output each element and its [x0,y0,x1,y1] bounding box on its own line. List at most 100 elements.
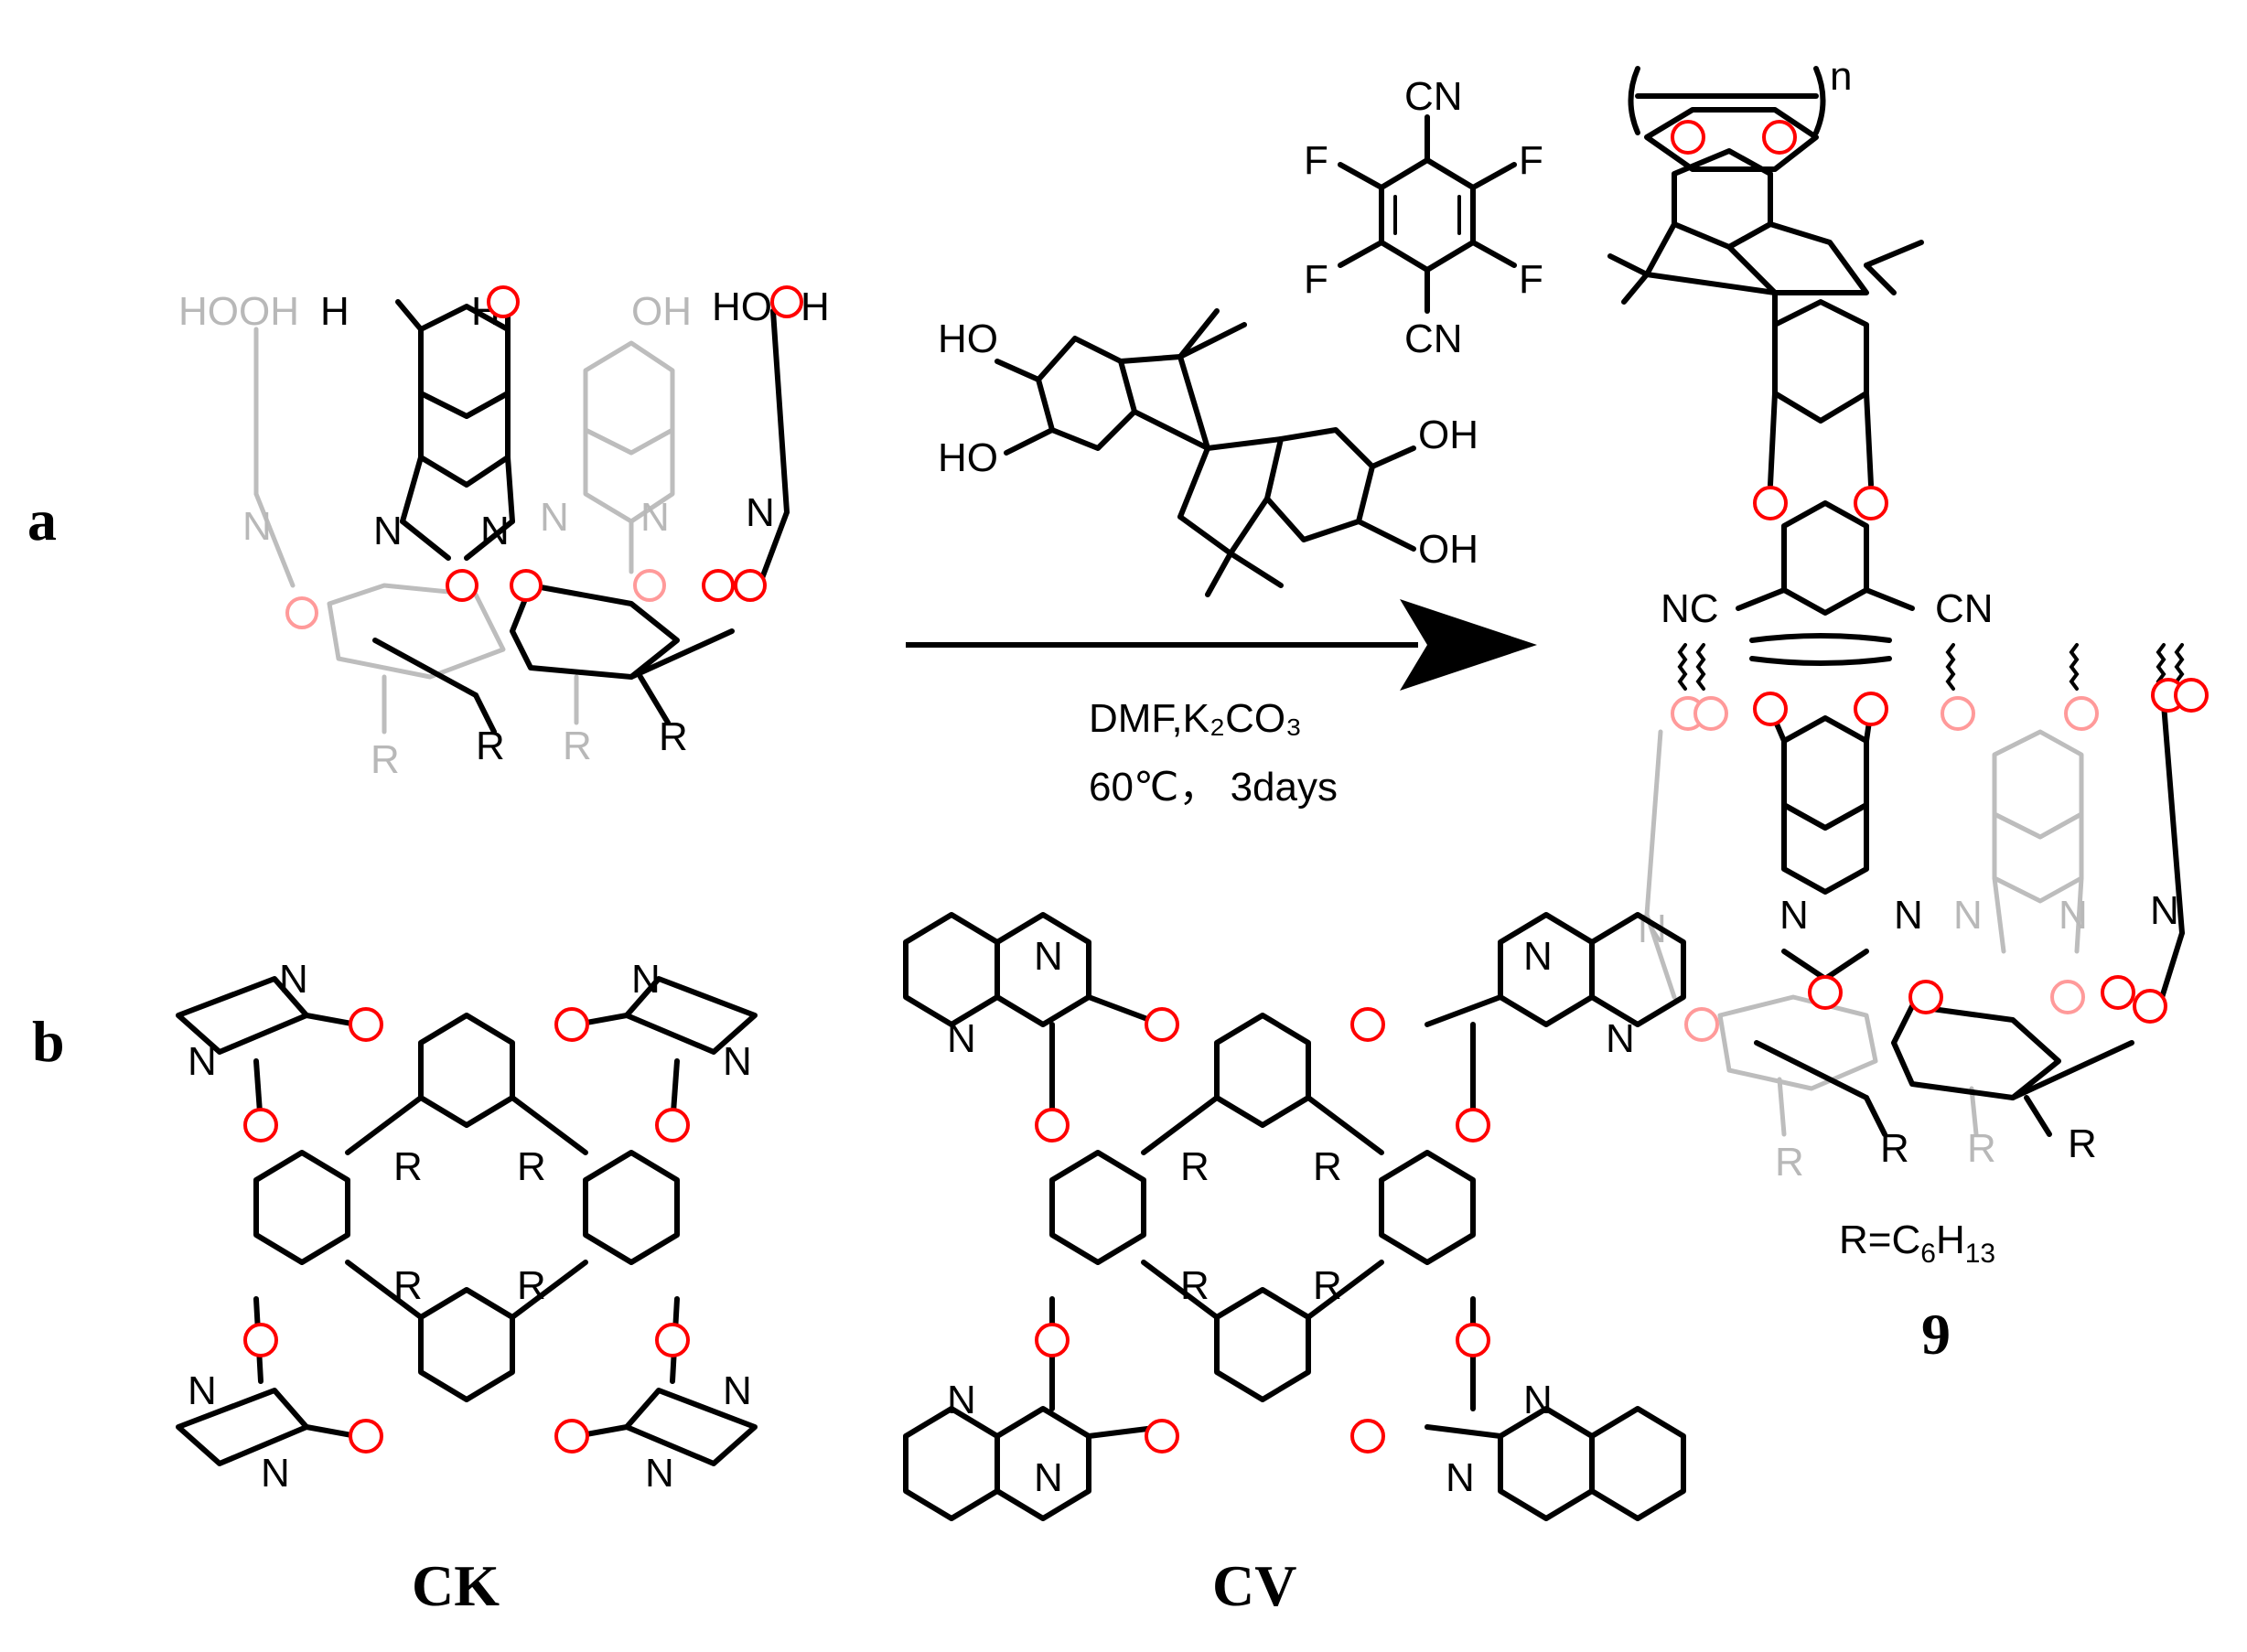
ttsbi-hydroxyl-2: HO [938,435,998,480]
cavitand-hydroxyl-grey-mid: OH [631,289,692,334]
cavitand-hydroxyl-right-h: H [801,284,830,329]
cavitand-hydroxyl-grey-left: HOOH [178,289,299,334]
ck-nitrogen-6: N [261,1451,290,1496]
ck-r-group-2: R [517,1144,546,1189]
cv-oxygen-6 [1456,1323,1490,1357]
ck-oxygen-6 [655,1323,690,1357]
product-oxygen-3 [1753,486,1788,520]
reaction-conditions-temperature-time: 60℃， 3days [1089,765,1338,810]
cv-compound-label: CV [1212,1553,1296,1618]
ck-oxygen-1 [349,1007,383,1042]
cavitand-oxygen-3 [702,569,735,602]
cavitand-nitrogen-grey-2: N [640,495,670,540]
cv-oxygen-1 [1145,1007,1179,1042]
product-nitrile-left: NC [1661,586,1719,631]
ck-nitrogen-7: N [723,1368,752,1413]
ck-macrocycle [176,976,758,1466]
tfpn-fluorine-3: F [1304,257,1328,302]
product-oxygen-grey-2 [1693,696,1728,731]
reaction-conditions-solvent-base: DMF,K₂CO₃ [1089,696,1302,741]
ck-nitrogen-3: N [631,957,661,1002]
product-r-group-1: R [1880,1126,1909,1171]
product-oxygen-7 [1808,975,1843,1010]
tfpn-cyano-top: CN [1404,74,1463,119]
ck-oxygen-5 [243,1323,278,1357]
ttsbi-molecule [994,308,1416,597]
ck-oxygen-7 [349,1419,383,1454]
cavitand-nitrogen-grey-1: N [540,495,569,540]
tfpn-fluorine-2: F [1519,138,1543,183]
product-nitrogen-3: N [2150,888,2179,933]
product-polymer [1607,66,2185,1137]
cavitand-r-group-grey-2: R [563,724,592,768]
cv-nitrogen-6: N [1034,1455,1063,1500]
cavitand-r-group-2: R [659,714,688,759]
product-oxygen-2 [1762,120,1797,155]
cv-nitrogen-5: N [947,1378,976,1422]
cavitand-nitrogen-2: N [480,509,510,553]
cavitand-hydroxyl-h-front: H [320,289,349,334]
cavitand-r-group-grey-1: R [371,737,400,782]
product-r-group-2: R [2068,1121,2097,1166]
ck-nitrogen-4: N [723,1039,752,1084]
ttsbi-hydroxyl-1: HO [938,316,998,361]
cv-nitrogen-3: N [1523,934,1553,979]
product-oxygen-10 [2133,989,2167,1024]
cv-r-group-1: R [1180,1144,1210,1189]
product-r-group-grey-1: R [1775,1140,1804,1185]
product-nitrile-right: CN [1935,586,1994,631]
product-oxygen-grey-3 [1941,696,1975,731]
cavitand-oxygen-2 [510,569,543,602]
product-oxygen-grey-5 [1684,1007,1719,1042]
ck-oxygen-4 [655,1108,690,1142]
ttsbi-hydroxyl-3: OH [1418,413,1478,457]
product-oxygen-1 [1671,120,1705,155]
cavitand-oxygen-1 [446,569,478,602]
svg-text:R=C6H13: R=C6H13 [1839,1218,1995,1269]
cv-macrocycle [903,912,1686,1521]
product-repeat-n: n [1830,54,1852,99]
product-oxygen-9 [2101,975,2135,1010]
ck-nitrogen-5: N [188,1368,217,1413]
product-r-group-grey-2: R [1967,1126,1996,1171]
ck-oxygen-3 [243,1108,278,1142]
ck-compound-label: CK [412,1553,500,1618]
tfpn-cyano-bottom: CN [1404,316,1463,361]
cavitand-oxygen-grey-2 [633,569,666,602]
product-oxygen-6 [1854,692,1888,726]
cavitand-nitrogen-1: N [373,509,403,553]
product-nitrogen-2: N [1894,893,1923,938]
cv-oxygen-5 [1035,1323,1070,1357]
product-oxygen-8 [1908,980,1943,1014]
tfpn-molecule [1338,114,1517,314]
ck-oxygen-8 [554,1419,589,1454]
cv-oxygen-7 [1145,1419,1179,1454]
panel-label-a: a [27,488,57,552]
ck-nitrogen-2: N [188,1039,217,1084]
tfpn-fluorine-4: F [1519,257,1543,302]
product-oxygen-4 [1854,486,1888,520]
ck-nitrogen-8: N [645,1451,674,1496]
product-oxygen-grey-6 [2050,980,2085,1014]
cv-nitrogen-8: N [1446,1455,1475,1500]
cavitand-r-group-1: R [476,724,505,768]
ck-oxygen-2 [554,1007,589,1042]
cavitand-oxygen-6 [770,285,803,318]
cavitand-hydroxyl-right: HO [712,284,772,329]
product-nitrogen-1: N [1779,893,1809,938]
panel-label-b: b [32,1009,65,1074]
cv-nitrogen-7: N [1523,1378,1553,1422]
ck-r-group-4: R [517,1263,546,1308]
cv-oxygen-3 [1035,1108,1070,1142]
cavitand-nitrogen-grey-3: N [242,504,272,549]
cavitand-oxygen-5 [487,285,520,318]
cv-nitrogen-1: N [1034,934,1063,979]
product-oxygen-grey-4 [2064,696,2099,731]
cavitand-oxygen-4 [734,569,767,602]
ttsbi-hydroxyl-4: OH [1418,527,1478,572]
cv-nitrogen-4: N [1606,1016,1635,1061]
cv-oxygen-4 [1456,1108,1490,1142]
starting-cavitand [253,290,790,735]
cv-oxygen-8 [1350,1419,1385,1454]
